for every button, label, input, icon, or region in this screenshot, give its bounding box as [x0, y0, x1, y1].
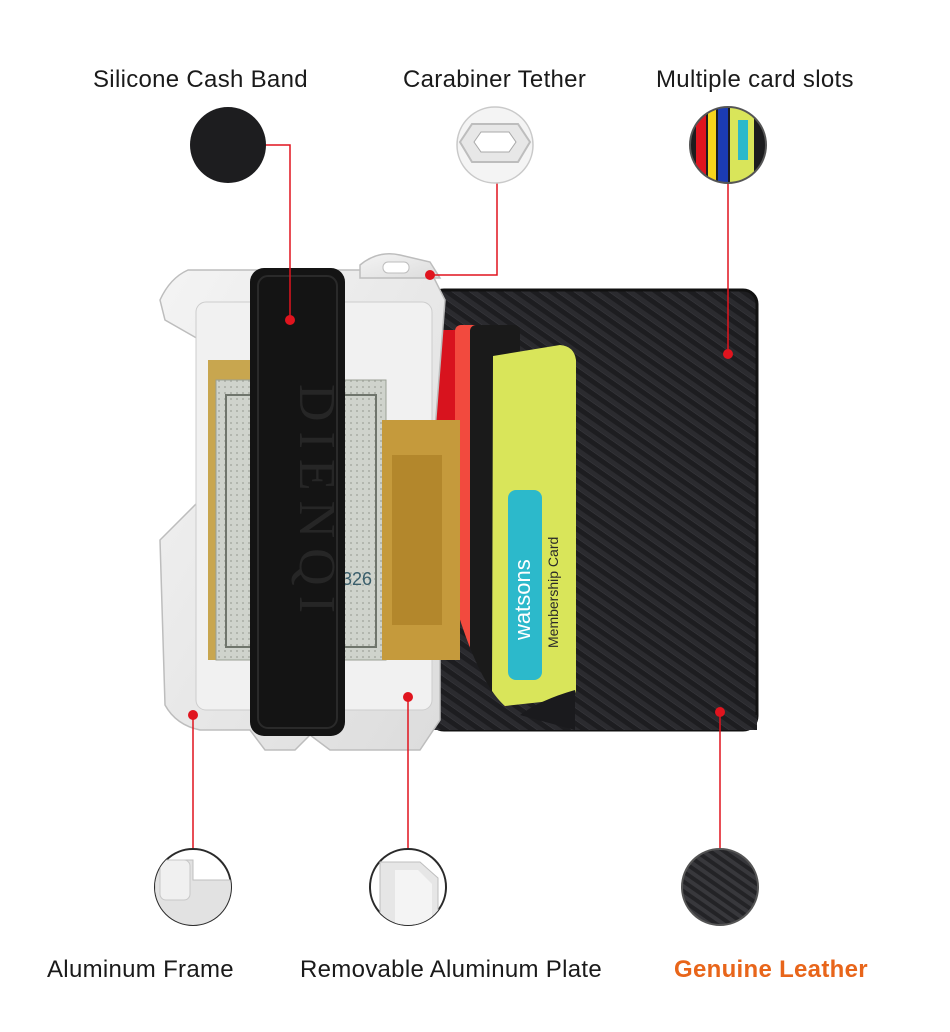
- label-removable-aluminum-plate: Removable Aluminum Plate: [300, 956, 603, 983]
- callout-dots: [188, 270, 733, 720]
- band-brand-text: DIENQI: [288, 384, 345, 623]
- membership-card: watsons Membership Card: [492, 345, 576, 706]
- label-carabiner-tether: Carabiner Tether: [403, 66, 587, 93]
- removable-plate-icon: [369, 848, 447, 926]
- label-genuine-leather: Genuine Leather: [674, 956, 868, 983]
- label-aluminum-frame: Aluminum Frame: [47, 956, 234, 983]
- card-slots-icon: [689, 106, 767, 184]
- card-brand-text: watsons: [510, 559, 535, 641]
- silicone-band-swatch-icon: [190, 107, 266, 183]
- label-silicone-cash-band: Silicone Cash Band: [93, 66, 308, 93]
- card-name-text: Membership Card: [545, 537, 561, 648]
- label-multiple-card-slots: Multiple card slots: [656, 66, 854, 93]
- silicone-cash-band: DIENQI: [250, 268, 345, 736]
- carabiner-tether-icon: [456, 106, 534, 184]
- aluminum-frame-corner-icon: [154, 848, 232, 926]
- bill-serial-text: 326: [342, 569, 372, 589]
- genuine-leather-swatch-icon: [681, 848, 759, 926]
